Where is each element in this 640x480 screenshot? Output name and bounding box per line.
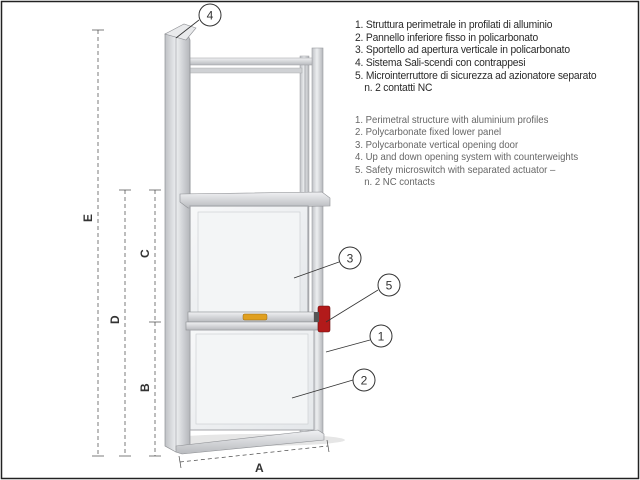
- dimension-label-b: B: [138, 383, 152, 392]
- legend-en-item-5: 5. Safety microswitch with separated act…: [355, 164, 556, 176]
- dimension-label-c: C: [138, 249, 152, 258]
- fixed-lower-glass: [195, 333, 309, 425]
- switch-actuator: [314, 312, 319, 322]
- callout-2: 2: [352, 368, 376, 392]
- lower-middle-rail: [185, 321, 319, 331]
- sliding-door-glass: [197, 211, 301, 313]
- svg-text:4: 4: [207, 9, 214, 23]
- sash-handle: [242, 313, 268, 321]
- legend-it-item-5-cont: n. 2 contatti NC: [364, 82, 433, 95]
- safety-switch: [317, 305, 331, 333]
- legend-it-item-1: 1. Struttura perimetrale in profilati di…: [355, 19, 553, 31]
- callout-leaders: [175, 19, 379, 399]
- dimension-label-d: D: [108, 315, 122, 324]
- callout-4: 4: [198, 3, 222, 27]
- svg-text:2: 2: [361, 374, 368, 388]
- svg-text:3: 3: [347, 252, 354, 266]
- top-crossbar: [185, 57, 313, 66]
- dimension-label-a: A: [255, 461, 264, 475]
- callout-3: 3: [338, 246, 362, 270]
- legend-it-item-4: 4. Sistema Sali-scendi con contrappesi: [355, 57, 526, 70]
- legend-english: 1. Perimetral structure with aluminium p…: [355, 115, 579, 190]
- svg-text:1: 1: [378, 330, 385, 344]
- legend-italian: 1. Struttura perimetrale in profilati di…: [355, 19, 597, 96]
- dimension-lines: [92, 29, 330, 469]
- legend-en-item-4: 4. Up and down opening system with count…: [355, 152, 579, 164]
- dimension-label-e: E: [81, 214, 95, 222]
- legend-it-item-2: 2. Pannello inferiore fisso in policarbo…: [355, 31, 539, 44]
- legend-en-item-2: 2. Polycarbonate fixed lower panel: [355, 127, 502, 139]
- top-crossbar-back: [189, 67, 303, 74]
- front-left-post: [164, 25, 191, 453]
- top-inner-frame: [189, 61, 306, 195]
- legend-en-item-1: 1. Perimetral structure with aluminium p…: [355, 115, 549, 126]
- legend-it-item-3: 3. Sportello ad apertura verticale in po…: [355, 44, 570, 57]
- legend-en-item-3: 3. Polycarbonate vertical opening door: [355, 139, 519, 151]
- middle-crossbar: [179, 191, 331, 209]
- legend-en-item-5-cont: n. 2 NC contacts: [364, 176, 435, 188]
- callout-5: 5: [377, 273, 401, 297]
- legend-it-item-5: 5. Microinterruttore di sicurezza ad azi…: [355, 69, 597, 82]
- bottom-rail: [175, 429, 325, 455]
- svg-text:5: 5: [386, 279, 393, 293]
- callout-1: 1: [369, 324, 393, 348]
